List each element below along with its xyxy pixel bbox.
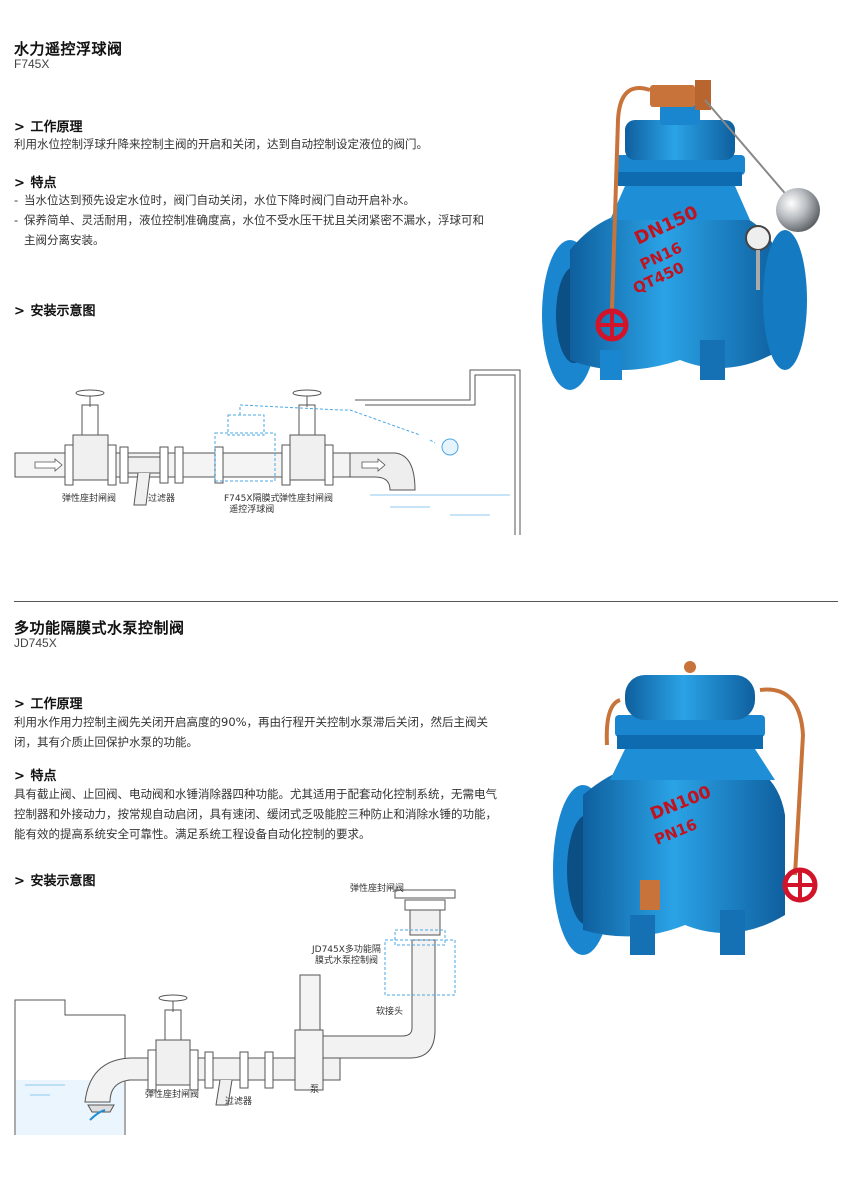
section1-principle-text: 利用水位控制浮球升降来控制主阀的开启和关闭，达到自动控制设定液位的阀门。 (14, 137, 428, 151)
list-item: 保养简单、灵活耐用，液位控制准确度高，水位不受水压干扰且关闭紧密不漏水，浮球可和… (14, 210, 494, 250)
section1-title: 水力遥控浮球阀 (14, 40, 123, 58)
chevron-right-icon: > (14, 176, 25, 191)
chevron-right-icon: > (14, 697, 25, 712)
diagram2-label-soft-joint: 软接头 (376, 1007, 404, 1017)
chevron-right-icon: > (14, 769, 25, 784)
section2-diagram-heading: > 安装示意图 (14, 874, 96, 889)
section1-diagram-heading: > 安装示意图 (14, 304, 96, 319)
float-valve-photo: DN150 PN16 QT450 (542, 80, 820, 390)
section1-features-list: 当水位达到预先设定水位时，阀门自动关闭，水位下降时阀门自动开启补水。 保养简单、… (14, 190, 494, 250)
diagram2-label-pump: 泵 (310, 1085, 320, 1095)
diagram2-label-control-valve: JD745X多功能隔 膜式水泵控制阀 (312, 945, 381, 966)
diagram2-label-gate-valve: 弹性座封闸阀 (145, 1090, 200, 1100)
section1-principle-heading: > 工作原理 (14, 120, 83, 135)
section2-principle-text: 利用水作用力控制主阀先关闭开启高度的90%，再由行程开关控制水泵滞后关闭，然后主… (14, 715, 489, 749)
pump-control-valve-photo: DN100 PN16 (553, 661, 818, 955)
diagram2-label-gate-valve-top: 弹性座封闸阀 (350, 884, 405, 894)
chevron-right-icon: > (14, 120, 25, 135)
diagram1-label-gate-valve-2: 弹性座封闸阀 (279, 494, 334, 504)
section2-title: 多功能隔膜式水泵控制阀 (14, 619, 185, 637)
diagram2-label-filter: 过滤器 (225, 1097, 253, 1107)
section2-model: JD745X (14, 636, 57, 650)
installation-diagram (14, 889, 456, 1135)
section2-features-heading: > 特点 (14, 769, 57, 784)
chevron-right-icon: > (14, 304, 25, 319)
section1-model: F745X (14, 57, 50, 71)
diagram1-label-filter: 过滤器 (148, 494, 176, 504)
diagram1-label-float-valve: F745X隔膜式 遥控浮球阀 (224, 494, 280, 515)
section2-features-text: 具有截止阀、止回阀、电动阀和水锤消除器四种功能。尤其适用于配套动化控制系统，无需… (14, 787, 497, 841)
section2-principle-heading: > 工作原理 (14, 697, 83, 712)
section1-features-heading: > 特点 (14, 176, 57, 191)
chevron-right-icon: > (14, 874, 25, 889)
section-divider (14, 601, 838, 602)
installation-diagram (14, 369, 521, 535)
diagram1-label-gate-valve: 弹性座封闸阀 (62, 494, 117, 504)
list-item: 当水位达到预先设定水位时，阀门自动关闭，水位下降时阀门自动开启补水。 (14, 190, 494, 210)
